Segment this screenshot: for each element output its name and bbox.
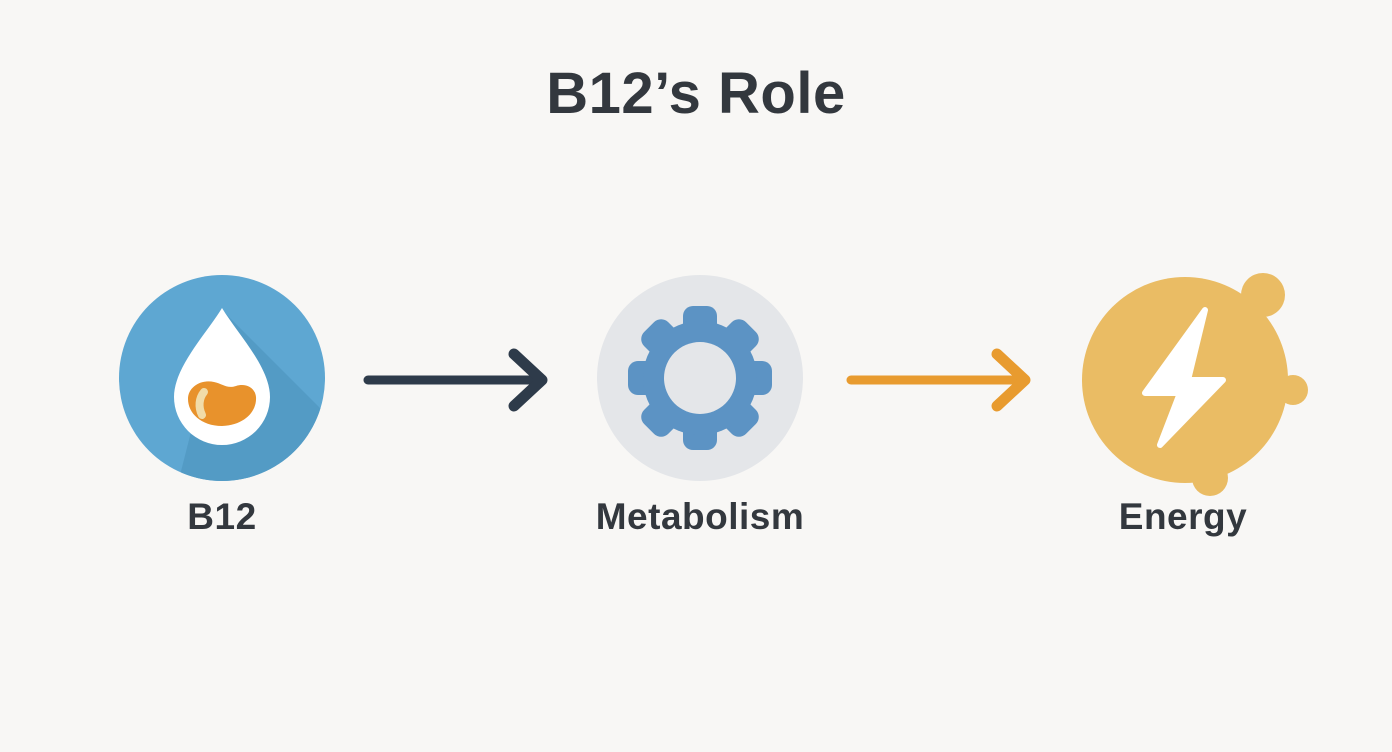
gear-icon	[597, 275, 803, 481]
droplet-icon	[119, 275, 325, 481]
arrow-b12-to-metabolism	[363, 348, 548, 412]
node-label-metabolism: Metabolism	[595, 496, 805, 537]
node-label-b12: B12	[187, 496, 257, 537]
page-title: B12’s Role	[546, 61, 846, 126]
node-label-energy: Energy	[1118, 496, 1248, 537]
arrow-metabolism-to-energy	[846, 348, 1031, 412]
lightning-icon	[1082, 273, 1308, 496]
